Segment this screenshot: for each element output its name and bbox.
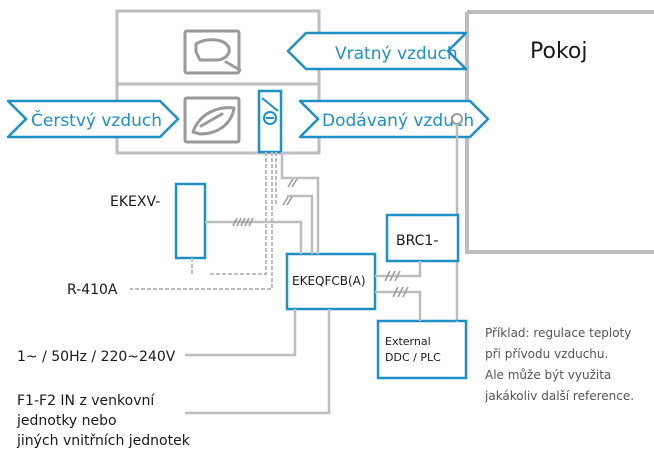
fresh-air-label: Čerstvý vzduch	[31, 109, 162, 131]
note-line3: Ale může být využita	[485, 368, 611, 382]
remote-label: BRC1-	[396, 233, 438, 249]
remote-box	[385, 213, 460, 263]
fan-icon	[183, 29, 242, 75]
return-air-arrow: Vratný vzduch	[286, 31, 468, 71]
control-box	[285, 252, 377, 311]
refrigerant-pipes	[130, 152, 277, 290]
f1f2-label-line3: jiných vnitřních jednotek	[16, 433, 191, 449]
return-air-label: Vratný vzduch	[335, 44, 458, 64]
ddc-box	[376, 319, 468, 380]
ddc-label-line1: External	[385, 335, 431, 348]
wire-hash-marks	[232, 178, 409, 298]
heat-exchanger-icon	[183, 96, 241, 144]
power-label: 1~ / 50Hz / 220~240V	[17, 349, 176, 365]
ddc-label-line2: DDC / PLC	[385, 351, 441, 364]
note-line4: jakákoliv další reference.	[484, 389, 634, 403]
room-label: Pokoj	[530, 39, 587, 64]
control-wiring	[185, 152, 459, 415]
expansion-valve-box	[174, 182, 207, 260]
control-box-label: EKEQFCB(A)	[292, 274, 366, 288]
damper-icon	[257, 89, 283, 154]
note-line1: Příklad: regulace teploty	[485, 326, 631, 340]
note-line2: při přívodu vzduchu.	[485, 347, 608, 361]
fresh-air-arrow: Čerstvý vzduch	[6, 99, 180, 139]
f1f2-label-line1: F1-F2 IN z venkovní	[17, 393, 155, 409]
supply-air-label: Dodávaný vzduch	[322, 111, 474, 131]
room-outline	[465, 10, 654, 254]
expansion-valve-label: EKEXV-	[110, 194, 160, 210]
refrigerant-label: R-410A	[67, 282, 118, 298]
f1f2-label-line2: jednotky nebo	[16, 413, 117, 429]
supply-air-arrow: Dodávaný vzduch	[298, 99, 490, 139]
ahu-box	[115, 9, 321, 155]
supply-sensor	[451, 113, 463, 125]
